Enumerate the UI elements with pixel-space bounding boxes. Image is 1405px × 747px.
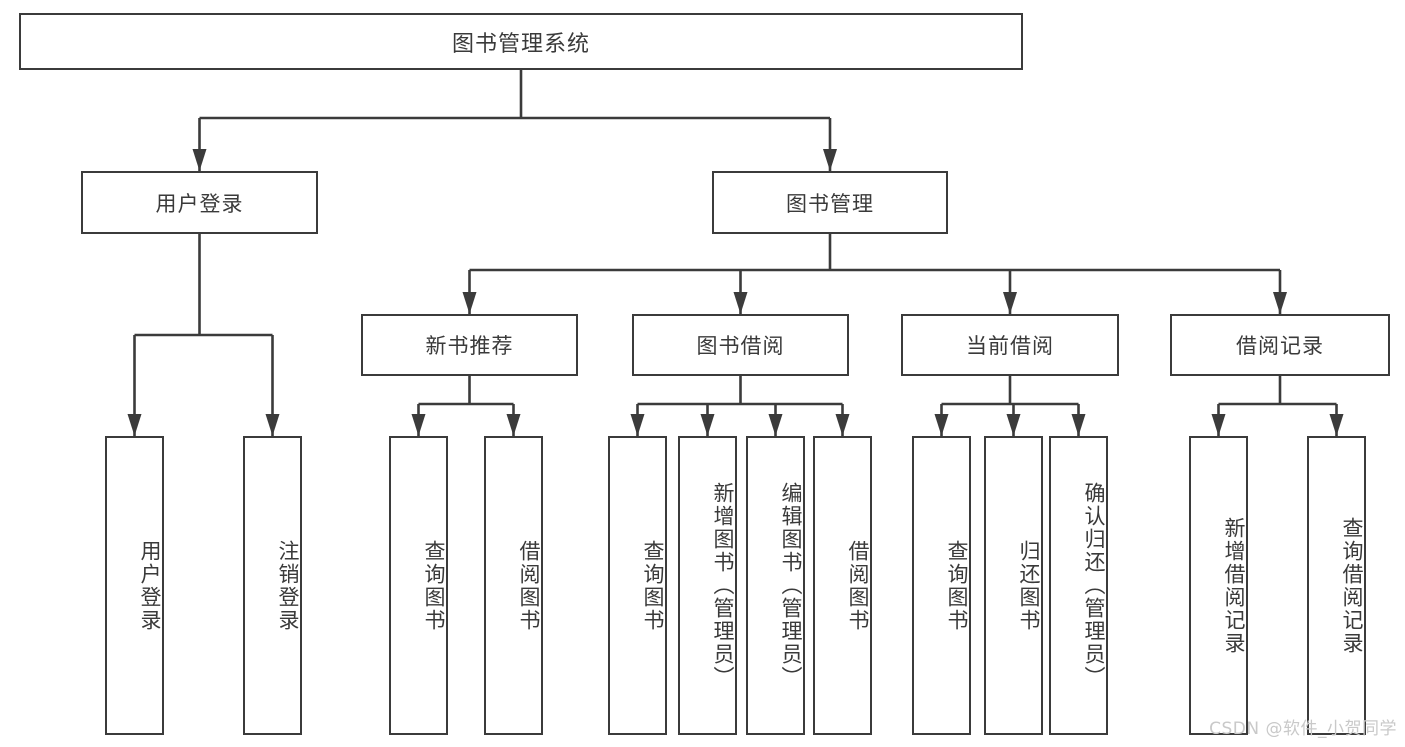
arrowhead-icon <box>1273 292 1287 314</box>
node-label: 新增借阅记录 <box>1222 516 1246 655</box>
node-leaf-query-borrow-record[interactable]: 查询借阅记录 <box>1307 436 1366 735</box>
node-label: 借阅记录 <box>1236 334 1324 358</box>
node-label: 查询图书 <box>422 539 446 632</box>
arrowhead-icon <box>1211 414 1226 436</box>
arrowhead-icon <box>1006 414 1021 436</box>
arrowhead-icon <box>1329 414 1344 436</box>
arrowhead-icon <box>127 414 142 436</box>
arrowhead-icon <box>835 414 850 436</box>
node-label: 用户登录 <box>138 539 162 632</box>
node-label: 查询图书 <box>945 539 969 632</box>
node-label: 当前借阅 <box>966 334 1054 358</box>
arrowhead-icon <box>934 414 949 436</box>
arrowhead-icon <box>1071 414 1086 436</box>
node-label: 查询借阅记录 <box>1340 516 1364 655</box>
arrowhead-icon <box>768 414 783 436</box>
arrowhead-icon <box>265 414 280 436</box>
node-book-manage[interactable]: 图书管理 <box>712 171 948 234</box>
arrowhead-icon <box>733 292 748 314</box>
node-leaf-confirm-return-admin[interactable]: 确认归还（管理员） <box>1049 436 1108 735</box>
node-label: 借阅图书 <box>517 539 541 632</box>
node-leaf-user-logout[interactable]: 注销登录 <box>243 436 302 735</box>
node-root[interactable]: 图书管理系统 <box>19 13 1023 70</box>
node-current-borrow[interactable]: 当前借阅 <box>901 314 1119 376</box>
node-leaf-add-borrow-record[interactable]: 新增借阅记录 <box>1189 436 1248 735</box>
arrowhead-icon <box>411 414 426 436</box>
node-leaf-query-book-2[interactable]: 查询图书 <box>608 436 667 735</box>
node-leaf-borrow-book-2[interactable]: 借阅图书 <box>813 436 872 735</box>
watermark-text: CSDN @软件_小贺同学 <box>1209 719 1397 739</box>
node-leaf-return-book[interactable]: 归还图书 <box>984 436 1043 735</box>
node-leaf-user-login[interactable]: 用户登录 <box>105 436 164 735</box>
node-label: 用户登录 <box>155 191 244 216</box>
arrowhead-icon <box>192 149 207 171</box>
node-label: 查询图书 <box>641 539 665 632</box>
node-label: 图书管理系统 <box>451 31 590 57</box>
node-label: 注销登录 <box>276 539 300 632</box>
arrowhead-icon <box>506 414 521 436</box>
arrowhead-icon <box>700 414 715 436</box>
node-label: 图书借阅 <box>696 334 785 358</box>
node-book-borrow[interactable]: 图书借阅 <box>632 314 849 376</box>
arrowhead-icon <box>1003 292 1017 314</box>
node-label: 图书管理 <box>786 191 874 216</box>
node-leaf-borrow-book-1[interactable]: 借阅图书 <box>484 436 543 735</box>
node-label: 借阅图书 <box>846 539 870 632</box>
node-leaf-edit-book-admin[interactable]: 编辑图书（管理员） <box>746 436 805 735</box>
node-label: 确认归还（管理员） <box>1082 482 1106 689</box>
node-label: 新书推荐 <box>425 334 514 358</box>
node-new-book-rec[interactable]: 新书推荐 <box>361 314 578 376</box>
node-leaf-add-book-admin[interactable]: 新增图书（管理员） <box>678 436 737 735</box>
node-label: 新增图书（管理员） <box>711 482 735 689</box>
node-user-login[interactable]: 用户登录 <box>81 171 318 234</box>
arrowhead-icon <box>823 149 837 171</box>
node-label: 归还图书 <box>1017 539 1041 632</box>
node-borrow-record[interactable]: 借阅记录 <box>1170 314 1390 376</box>
arrowhead-icon <box>630 414 645 436</box>
node-leaf-query-book-1[interactable]: 查询图书 <box>389 436 448 735</box>
node-leaf-query-book-3[interactable]: 查询图书 <box>912 436 971 735</box>
node-label: 编辑图书（管理员） <box>779 482 803 689</box>
arrowhead-icon <box>462 292 477 314</box>
